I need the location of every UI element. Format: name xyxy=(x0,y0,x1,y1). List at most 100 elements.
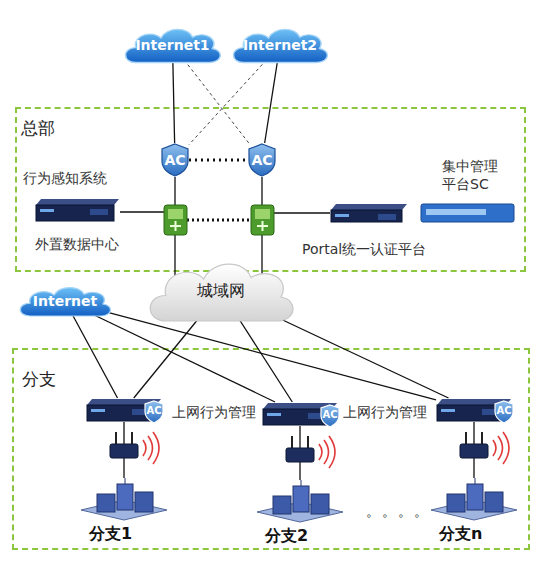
switch-body xyxy=(164,205,187,235)
device-shape xyxy=(35,198,120,222)
building-mast xyxy=(301,480,302,486)
node-text: AC xyxy=(164,152,185,168)
connector-line xyxy=(184,60,249,143)
cloud-outline xyxy=(126,29,221,62)
connector-line xyxy=(261,177,262,277)
node-text: AC xyxy=(494,401,514,423)
building-shape xyxy=(79,478,169,520)
cloud-outline xyxy=(150,264,293,321)
wires xyxy=(120,212,330,220)
device-shape xyxy=(330,203,408,223)
hq-region: 总部ACAC行为感知系统外置数据中心集中管理 平台SCPortal统一认证平台 xyxy=(15,107,526,272)
internet-cloud: Internet2 xyxy=(228,24,332,66)
building-mast xyxy=(475,478,476,484)
connector-line xyxy=(92,314,275,402)
device-led xyxy=(441,409,455,412)
connector-line xyxy=(473,422,474,478)
building-block xyxy=(117,484,133,510)
device-ports xyxy=(90,209,108,215)
branch-building: 分支1 xyxy=(79,478,169,520)
connector-line xyxy=(173,60,175,143)
branch-building: 分支2 xyxy=(255,480,345,522)
device-front xyxy=(36,205,114,221)
wire xyxy=(120,211,164,213)
building-mast xyxy=(125,478,126,484)
switch-body xyxy=(251,205,274,235)
node-text: 集中管理 平台SC xyxy=(442,157,510,193)
building-block xyxy=(97,494,115,512)
switch-face xyxy=(255,209,270,219)
metro-cloud: 城域网 xyxy=(142,255,300,327)
ac-badge xyxy=(321,405,339,427)
device-led xyxy=(91,409,105,412)
server-device: Portal统一认证平台 xyxy=(330,203,408,223)
switch-face xyxy=(168,209,183,219)
node-text: 分支 xyxy=(22,368,56,391)
building-block xyxy=(467,484,483,510)
cloud-outline xyxy=(20,288,110,316)
wifi-waves xyxy=(319,436,335,468)
device-top xyxy=(36,199,119,205)
router-body xyxy=(110,444,138,458)
node-text: AC xyxy=(251,152,272,168)
node-text: 城域网 xyxy=(197,281,245,302)
device-led xyxy=(40,209,54,212)
shield-outline xyxy=(249,144,275,176)
router-body xyxy=(286,448,314,462)
connector-line xyxy=(189,60,266,145)
device-ports xyxy=(378,214,396,220)
server-device: 集中管理 平台SC xyxy=(420,203,515,223)
antenna xyxy=(465,432,467,444)
device-front xyxy=(331,210,402,222)
antenna xyxy=(481,432,483,444)
switch-arrows xyxy=(257,221,268,231)
router-icon xyxy=(286,436,335,468)
switch-icon xyxy=(164,205,187,235)
connector-line xyxy=(123,422,124,478)
branch-building: 分支n xyxy=(429,478,519,520)
branch-region: 分支ACACAC分支1分支2分支n xyxy=(12,348,530,550)
node-text: 行为感知系统 xyxy=(23,170,107,188)
connector-line xyxy=(107,312,436,400)
antenna xyxy=(291,436,293,448)
internet-cloud: Internet1 xyxy=(120,24,225,66)
shield-outline xyxy=(162,144,188,176)
building-shape xyxy=(429,478,519,520)
building-block xyxy=(293,486,309,512)
node-text: Internet xyxy=(33,293,97,309)
node-text: 分支n xyxy=(439,524,482,545)
behavior-device: AC xyxy=(436,398,512,422)
note-label: 上网行为管理 xyxy=(172,404,256,422)
router-icon xyxy=(110,432,159,464)
node-text: 外置数据中心 xyxy=(35,236,119,254)
antenna xyxy=(131,432,133,444)
switch-icon xyxy=(251,205,274,235)
device-led xyxy=(267,413,281,416)
building-shape xyxy=(255,480,345,522)
connector-line xyxy=(174,177,175,277)
wifi-waves xyxy=(143,432,159,464)
connector-line xyxy=(299,426,300,480)
switch-arrows xyxy=(170,221,181,231)
device-panel xyxy=(426,209,486,215)
ac-shield: AC xyxy=(161,143,189,177)
device-top xyxy=(331,204,407,210)
node-text: Internet1 xyxy=(135,37,209,53)
building-block xyxy=(273,496,291,514)
node-text: Portal统一认证平台 xyxy=(302,241,426,259)
node-text: Internet2 xyxy=(243,37,317,53)
behavior-device: AC xyxy=(86,398,162,422)
router-icon xyxy=(460,432,509,464)
antenna xyxy=(115,432,117,444)
building-block xyxy=(135,492,153,512)
wire xyxy=(187,219,250,222)
building-block xyxy=(311,494,329,514)
router-body xyxy=(460,444,488,458)
building-block xyxy=(447,494,465,512)
node-text: 分支1 xyxy=(89,524,132,545)
ac-shield: AC xyxy=(248,143,276,177)
connector-line xyxy=(239,319,292,402)
note-label: 上网行为管理 xyxy=(343,404,427,422)
ac-badge xyxy=(145,401,163,423)
device-led xyxy=(335,214,349,217)
